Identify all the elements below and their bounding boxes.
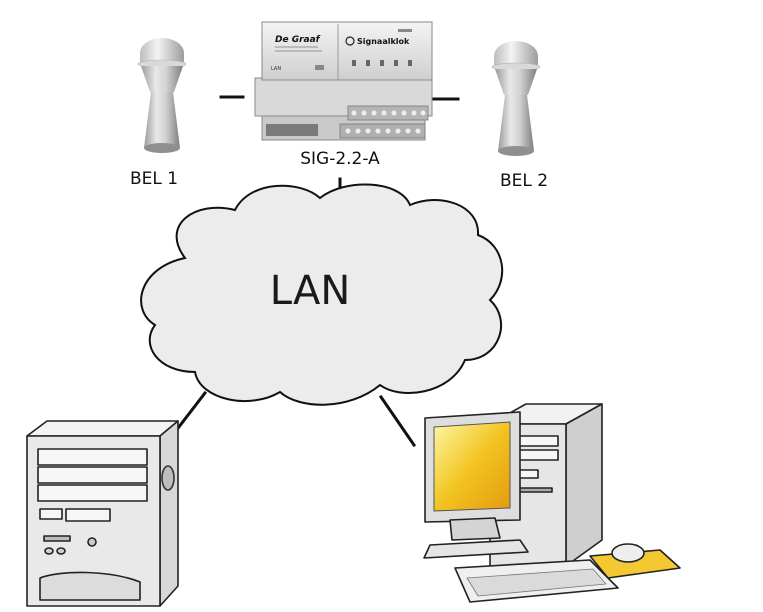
- device-product-text: Signaalklok: [357, 37, 410, 46]
- signal-clock-device: De Graaf LAN Signaalklok: [254, 21, 433, 141]
- lan-cloud: [140, 183, 504, 406]
- lan-label: LAN: [269, 268, 351, 314]
- link-lan-workstation: [378, 394, 417, 448]
- device-port-text: LAN: [271, 66, 281, 72]
- device-terminal-block-lower: [339, 123, 426, 139]
- device-logo-icon: [345, 36, 355, 46]
- server-tower-icon: [26, 420, 179, 607]
- device-label: SIG-2.2-A: [300, 149, 380, 169]
- device-led-row: [352, 60, 412, 66]
- bel-1-label: BEL 1: [129, 169, 179, 189]
- mouse-icon: [611, 543, 645, 563]
- device-terminal-block: [347, 105, 429, 121]
- bel-2-label: BEL 2: [499, 171, 549, 191]
- device-brand-text: De Graaf: [275, 35, 321, 45]
- workstation-icon: [423, 403, 681, 603]
- bell-1-icon: [137, 38, 187, 153]
- bell-2-icon: [491, 41, 541, 156]
